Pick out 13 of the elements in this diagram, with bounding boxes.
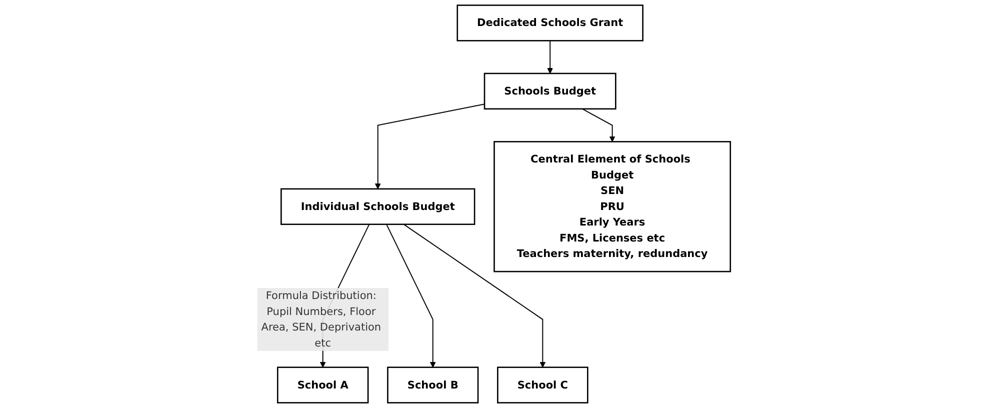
node-box: School C	[497, 366, 588, 404]
node-box: Schools Budget	[484, 72, 616, 110]
node-box: Individual Schools Budget	[280, 188, 476, 225]
node-box: Central Element of Schools Budget SEN PRU Early Years FMS, Licenses etc Teachers maternity, redundancy	[494, 141, 732, 272]
edge-label: Formula Distribution: Pupil Numbers, Floor Area, SEN, Deprivation etc	[261, 289, 382, 349]
arrow	[582, 108, 616, 142]
arrow	[375, 104, 486, 190]
arrow	[403, 224, 546, 368]
node-box: Dedicated Schools Grant	[456, 4, 644, 42]
node-box: School A	[277, 366, 369, 404]
arrow	[386, 224, 436, 368]
arrow	[547, 40, 554, 74]
node-box: School B	[387, 366, 479, 404]
